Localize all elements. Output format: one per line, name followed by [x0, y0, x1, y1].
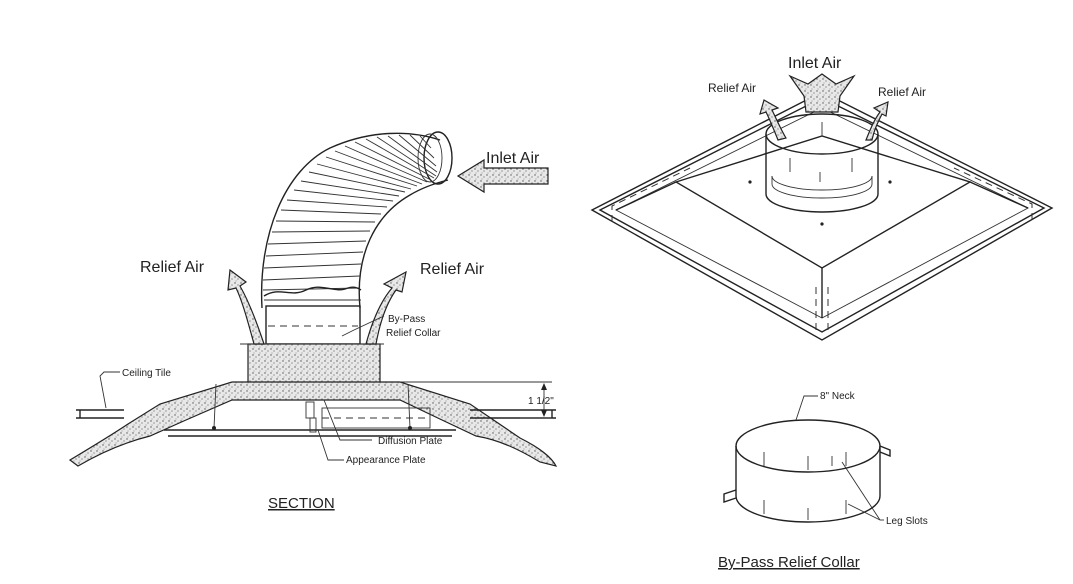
- iso-outer-frame: [590, 91, 1054, 341]
- dimension-marker: [400, 381, 552, 419]
- relief-arrow-right: [365, 270, 407, 345]
- iso-relief-arrow-left: [759, 99, 787, 141]
- iso-inlet-air-label: Inlet Air: [788, 55, 842, 72]
- plates: [164, 383, 456, 437]
- isometric-view: Inlet Air Relief Air Relief Air: [590, 55, 1054, 341]
- collar-leaders: [795, 395, 884, 521]
- iso-hidden-edges: [611, 167, 1033, 330]
- collar-leg-right: [879, 445, 891, 458]
- bypass-label-line1: By-Pass: [388, 314, 425, 325]
- ceiling-tile-label: Ceiling Tile: [122, 368, 171, 379]
- iso-relief-air-right-label: Relief Air: [878, 85, 926, 99]
- collar-neck-label: 8" Neck: [820, 391, 856, 402]
- collar-caption: By-Pass Relief Collar: [718, 554, 860, 571]
- section-view: Inlet Air Relief Air Relief Air By-Pass …: [68, 131, 558, 512]
- iso-relief-arrow-right: [865, 101, 889, 141]
- diffuser-body: [68, 381, 558, 467]
- section-relief-air-right-label: Relief Air: [420, 261, 485, 278]
- iso-inlet-arrow: [788, 73, 856, 113]
- section-relief-air-left-label: Relief Air: [140, 259, 205, 276]
- section-inlet-air-label: Inlet Air: [486, 150, 540, 167]
- appearance-plate-label: Appearance Plate: [346, 455, 426, 466]
- collar-leg-slots: [763, 452, 847, 520]
- collar-detail: 8" Neck Leg Slots By-Pass Relief Collar: [718, 391, 928, 571]
- section-leaders: [99, 315, 385, 461]
- iso-relief-air-left-label: Relief Air: [708, 81, 756, 95]
- bypass-collar-section: [265, 305, 361, 345]
- iso-neck: [765, 113, 879, 213]
- iso-inner-panel: [674, 135, 972, 269]
- relief-arrow-left: [227, 268, 265, 345]
- inlet-arrow-section: [456, 158, 549, 194]
- diffusion-plate-label: Diffusion Plate: [378, 436, 443, 447]
- bypass-label-line2: Relief Collar: [386, 328, 441, 339]
- neck-block: [247, 343, 381, 385]
- collar-leg-left: [723, 489, 737, 503]
- dimension-label: 1 1/2": [528, 396, 554, 407]
- section-caption: SECTION: [268, 495, 335, 512]
- collar-leg-slots-label: Leg Slots: [886, 516, 928, 527]
- flex-duct: [260, 131, 453, 309]
